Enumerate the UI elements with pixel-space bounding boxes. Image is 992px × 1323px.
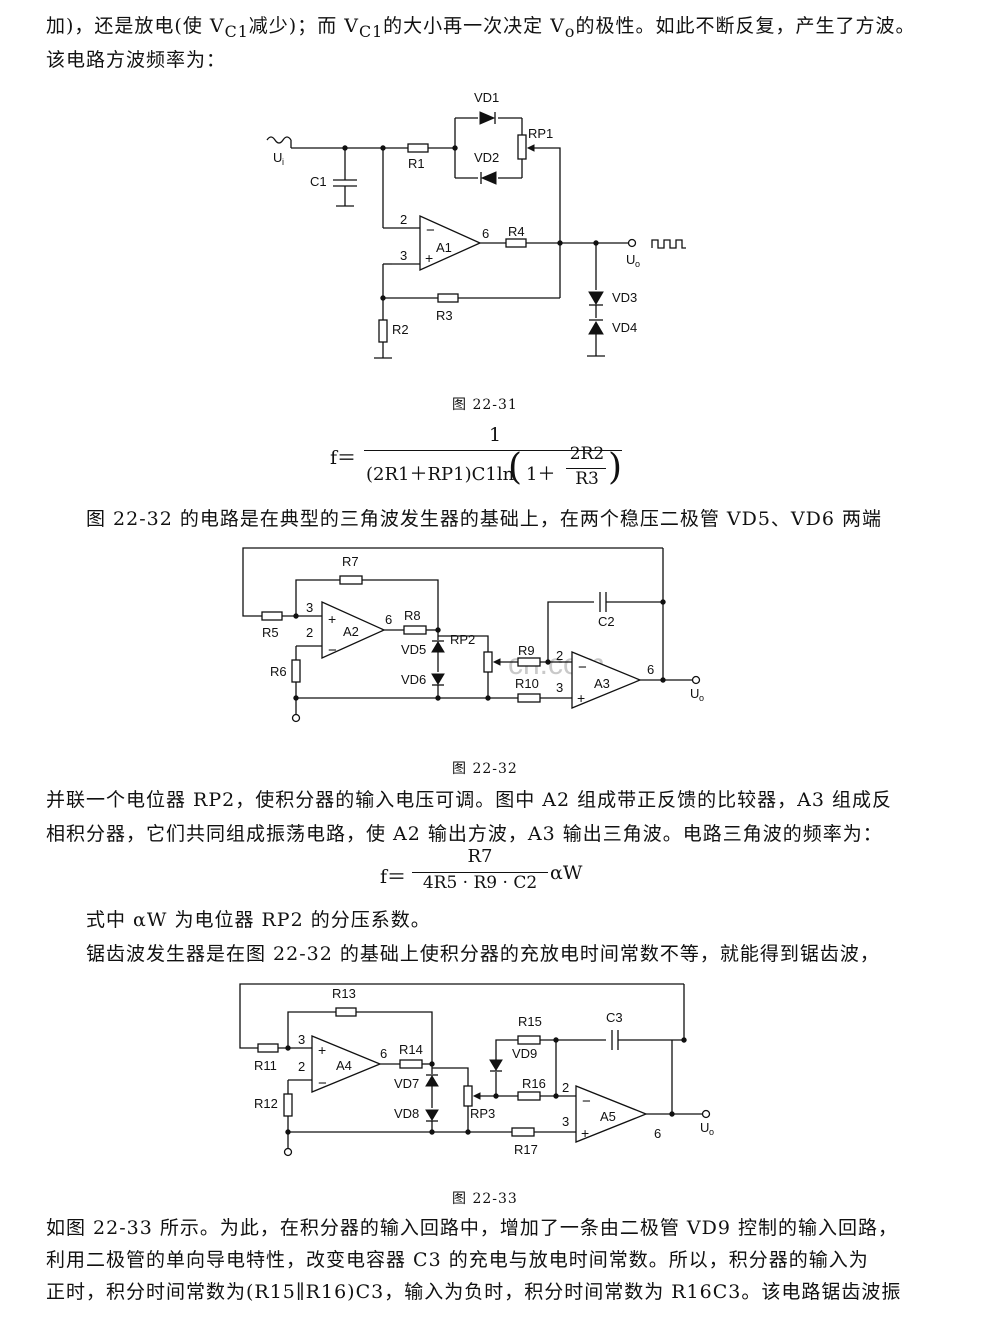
label-rp1: RP1: [528, 126, 553, 141]
label-ui: U: [273, 150, 282, 165]
label-vd5: VD5: [401, 642, 426, 657]
label-uo: U: [626, 252, 635, 267]
svg-text:+: +: [328, 611, 336, 627]
paragraph-line: 利用二极管的单向导电特性，改变电容器 C3 的充电与放电时间常数。所以，积分器的…: [46, 1249, 869, 1271]
label-a4-pin3: 3: [298, 1032, 305, 1047]
label-a4-pin6: 6: [380, 1046, 387, 1061]
label-a2-pin2: 2: [306, 625, 313, 640]
label-vd7: VD7: [394, 1076, 419, 1091]
label-a5: A5: [600, 1109, 616, 1124]
label-r4: R4: [508, 224, 525, 239]
svg-text:−: −: [578, 659, 587, 676]
label-r15: R15: [518, 1014, 542, 1029]
label-r2: R2: [392, 322, 409, 337]
label-c1: C1: [310, 174, 327, 189]
label-a1-pin3: 3: [400, 248, 407, 263]
label-r6: R6: [270, 664, 287, 679]
label-vd2: VD2: [474, 150, 499, 165]
paragraph-line: 锯齿波发生器是在图 22-32 的基础上使积分器的充放电时间常数不等，就能得到锯…: [86, 943, 880, 965]
label-vd9: VD9: [512, 1046, 537, 1061]
svg-text:−: −: [328, 642, 337, 659]
label-a2-pin6: 6: [385, 612, 392, 627]
label-uo-sub: o: [635, 259, 640, 269]
label-r14: R14: [399, 1042, 423, 1057]
figure-caption: 图 22-32: [452, 761, 518, 777]
label-a3: A3: [594, 676, 610, 691]
svg-text:+: +: [577, 690, 585, 706]
label-r12: R12: [254, 1096, 278, 1111]
label-a1-pin6: 6: [482, 226, 489, 241]
label-uo-sub: o: [699, 693, 704, 703]
label-a5-pin2: 2: [562, 1080, 569, 1095]
label-a1: A1: [436, 240, 452, 255]
label-uo-sub: o: [709, 1127, 714, 1137]
paragraph-line: 图 22-32 的电路是在典型的三角波发生器的基础上，在两个稳压二极管 VD5、…: [86, 508, 883, 530]
label-uo: U: [700, 1120, 709, 1135]
label-a1-pin2: 2: [400, 212, 407, 227]
label-a4: A4: [336, 1058, 352, 1073]
svg-text:−: −: [426, 222, 435, 239]
svg-text:−: −: [582, 1093, 591, 1110]
paragraph-line: 正时，积分时间常数为(R15∥R16)C3，输入为负时，积分时间常数为 R16C…: [46, 1281, 902, 1303]
label-a5-pin3: 3: [562, 1114, 569, 1129]
label-a4-pin2: 2: [298, 1059, 305, 1074]
figure-caption: 图 22-33: [452, 1191, 518, 1207]
label-a2: A2: [343, 624, 359, 639]
label-uo: U: [690, 686, 699, 701]
label-c3: C3: [606, 1010, 623, 1025]
label-c2: C2: [598, 614, 615, 629]
label-a3-pin6: 6: [647, 662, 654, 677]
label-r16: R16: [522, 1076, 546, 1091]
label-r10: R10: [515, 676, 539, 691]
label-r8: R8: [404, 608, 421, 623]
label-rp3: RP3: [470, 1106, 495, 1121]
label-r9: R9: [518, 643, 535, 658]
label-a3-pin2: 2: [556, 648, 563, 663]
formula-triangle-wave-frequency: f＝ R7 4R5 · R9 · C2 αW: [380, 846, 583, 893]
label-vd8: VD8: [394, 1106, 419, 1121]
paragraph-line: 如图 22-33 所示。为此，在积分器的输入回路中，增加了一条由二极管 VD9 …: [46, 1217, 898, 1239]
paragraph-line: 式中 αW 为电位器 RP2 的分压系数。: [86, 909, 431, 931]
formula-square-wave-frequency: f＝ 1 (2R1＋RP1)C1ln ( 1＋ 2R2 R3 ): [330, 424, 623, 489]
label-r17: R17: [514, 1142, 538, 1157]
label-vd6: VD6: [401, 672, 426, 687]
paragraph-line: 该电路方波频率为：: [46, 49, 227, 71]
label-a3-pin3: 3: [556, 680, 563, 695]
svg-text:+: +: [581, 1125, 589, 1141]
label-ui-sub: i: [282, 157, 284, 167]
label-r1: R1: [408, 156, 425, 171]
label-r5: R5: [262, 625, 279, 640]
label-r13: R13: [332, 986, 356, 1001]
label-vd4: VD4: [612, 320, 637, 335]
svg-text:−: −: [318, 1075, 327, 1092]
paragraph-line: 加)，还是放电(使 VC1减少)；而 VC1的大小再一次决定 Vo的极性。如此不…: [46, 15, 916, 41]
label-r7: R7: [342, 554, 359, 569]
paragraph-line: 并联一个电位器 RP2，使积分器的输入电压可调。图中 A2 组成带正反馈的比较器…: [46, 789, 892, 811]
label-vd3: VD3: [612, 290, 637, 305]
label-vd1: VD1: [474, 90, 499, 105]
label-a2-pin3: 3: [306, 600, 313, 615]
svg-text:+: +: [425, 250, 433, 266]
paragraph-line: 相积分器，它们共同组成振荡电路，使 A2 输出方波，A3 输出三角波。电路三角波…: [46, 823, 883, 845]
label-r3: R3: [436, 308, 453, 323]
svg-text:+: +: [318, 1042, 326, 1058]
label-rp2: RP2: [450, 632, 475, 647]
figure-caption: 图 22-31: [452, 397, 518, 413]
label-a5-pin6: 6: [654, 1126, 661, 1141]
label-r11: R11: [254, 1058, 277, 1073]
